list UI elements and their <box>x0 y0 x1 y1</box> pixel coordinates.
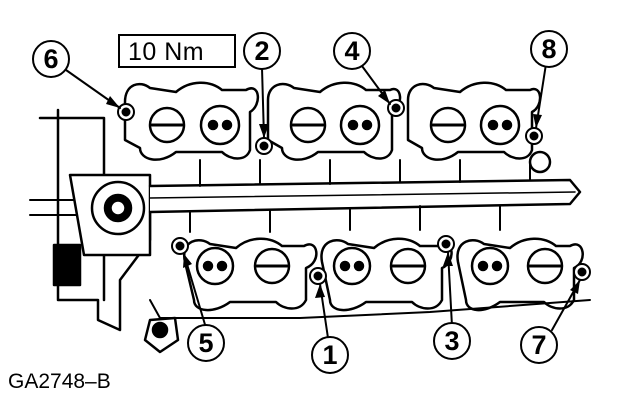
bolt-callout-4: 4 <box>333 32 371 70</box>
leader-line-5 <box>183 253 207 329</box>
bolt-callout-7: 7 <box>520 326 558 364</box>
torque-spec-label: 10 Nm <box>128 38 205 66</box>
bolt-callout-6: 6 <box>32 40 70 78</box>
bolt-callout-8: 8 <box>530 30 568 68</box>
bolt-callout-2: 2 <box>243 32 281 70</box>
bolt-callout-3: 3 <box>433 322 471 360</box>
bolt-callout-5: 5 <box>187 324 225 362</box>
bolt-callout-1: 1 <box>311 336 349 374</box>
figure-id-label: GA2748–B <box>8 370 111 393</box>
torque-spec-box: 10 Nm <box>118 34 236 68</box>
